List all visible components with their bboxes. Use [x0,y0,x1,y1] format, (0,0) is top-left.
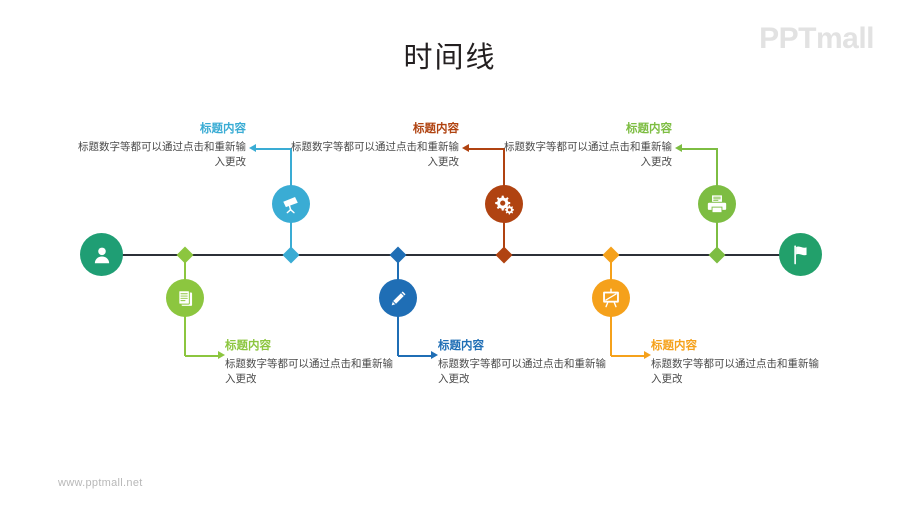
flag-icon [789,243,812,266]
connector-arm-3 [398,355,433,357]
connector-arrowhead-1 [218,351,225,359]
connector-arrowhead-5 [644,351,651,359]
connector-arm-2 [256,148,291,150]
telescope-icon [280,193,302,215]
node-title-2: 标题内容 [200,123,246,135]
connector-arm-4 [469,148,504,150]
connector-arrowhead-6 [675,144,682,153]
node-body-3: 标题数字等都可以通过点击和重新输入更改 [438,357,606,385]
page-title: 时间线 [403,42,497,74]
node-body-5: 标题数字等都可以通过点击和重新输入更改 [651,357,819,385]
node-icon-bubble-2[interactable] [272,185,310,223]
node-icon-bubble-1[interactable] [166,279,204,317]
node-body-6: 标题数字等都可以通过点击和重新输入更改 [504,140,672,168]
connector-arrowhead-4 [462,144,469,153]
timeline-axis [110,254,792,256]
footer-url: www.pptmall.net [58,477,143,489]
node-body-4: 标题数字等都可以通过点击和重新输入更改 [291,140,459,168]
node-body-1: 标题数字等都可以通过点击和重新输入更改 [225,357,393,385]
node-title-3: 标题内容 [438,340,484,352]
connector-arm-5 [611,355,646,357]
node-title-5: 标题内容 [651,340,697,352]
presentation-icon [600,287,622,309]
node-label-6: 标题内容 标题数字等都可以通过点击和重新输入更改 [494,122,672,170]
node-title-4: 标题内容 [413,123,459,135]
node-icon-bubble-5[interactable] [592,279,630,317]
node-label-3: 标题内容 标题数字等都可以通过点击和重新输入更改 [438,339,616,387]
node-icon-bubble-4[interactable] [485,185,523,223]
node-title-1: 标题内容 [225,340,271,352]
gears-icon [493,193,515,215]
connector-arrowhead-2 [249,144,256,153]
pptmall-logo: PPTmall [759,22,874,55]
node-body-2: 标题数字等都可以通过点击和重新输入更改 [78,140,246,168]
node-label-1: 标题内容 标题数字等都可以通过点击和重新输入更改 [225,339,403,387]
node-label-2: 标题内容 标题数字等都可以通过点击和重新输入更改 [68,122,246,170]
node-label-5: 标题内容 标题数字等都可以通过点击和重新输入更改 [651,339,829,387]
node-title-6: 标题内容 [626,123,672,135]
documents-icon [175,288,196,309]
connector-arm-1 [185,355,220,357]
user-icon [91,244,113,266]
connector-arm-6 [682,148,717,150]
timeline-start-node[interactable] [80,233,123,276]
connector-arrowhead-3 [431,351,438,359]
timeline-end-node[interactable] [779,233,822,276]
printer-icon [706,193,728,215]
node-icon-bubble-3[interactable] [379,279,417,317]
node-label-4: 标题内容 标题数字等都可以通过点击和重新输入更改 [281,122,459,170]
node-icon-bubble-6[interactable] [698,185,736,223]
pencil-icon [388,288,409,309]
